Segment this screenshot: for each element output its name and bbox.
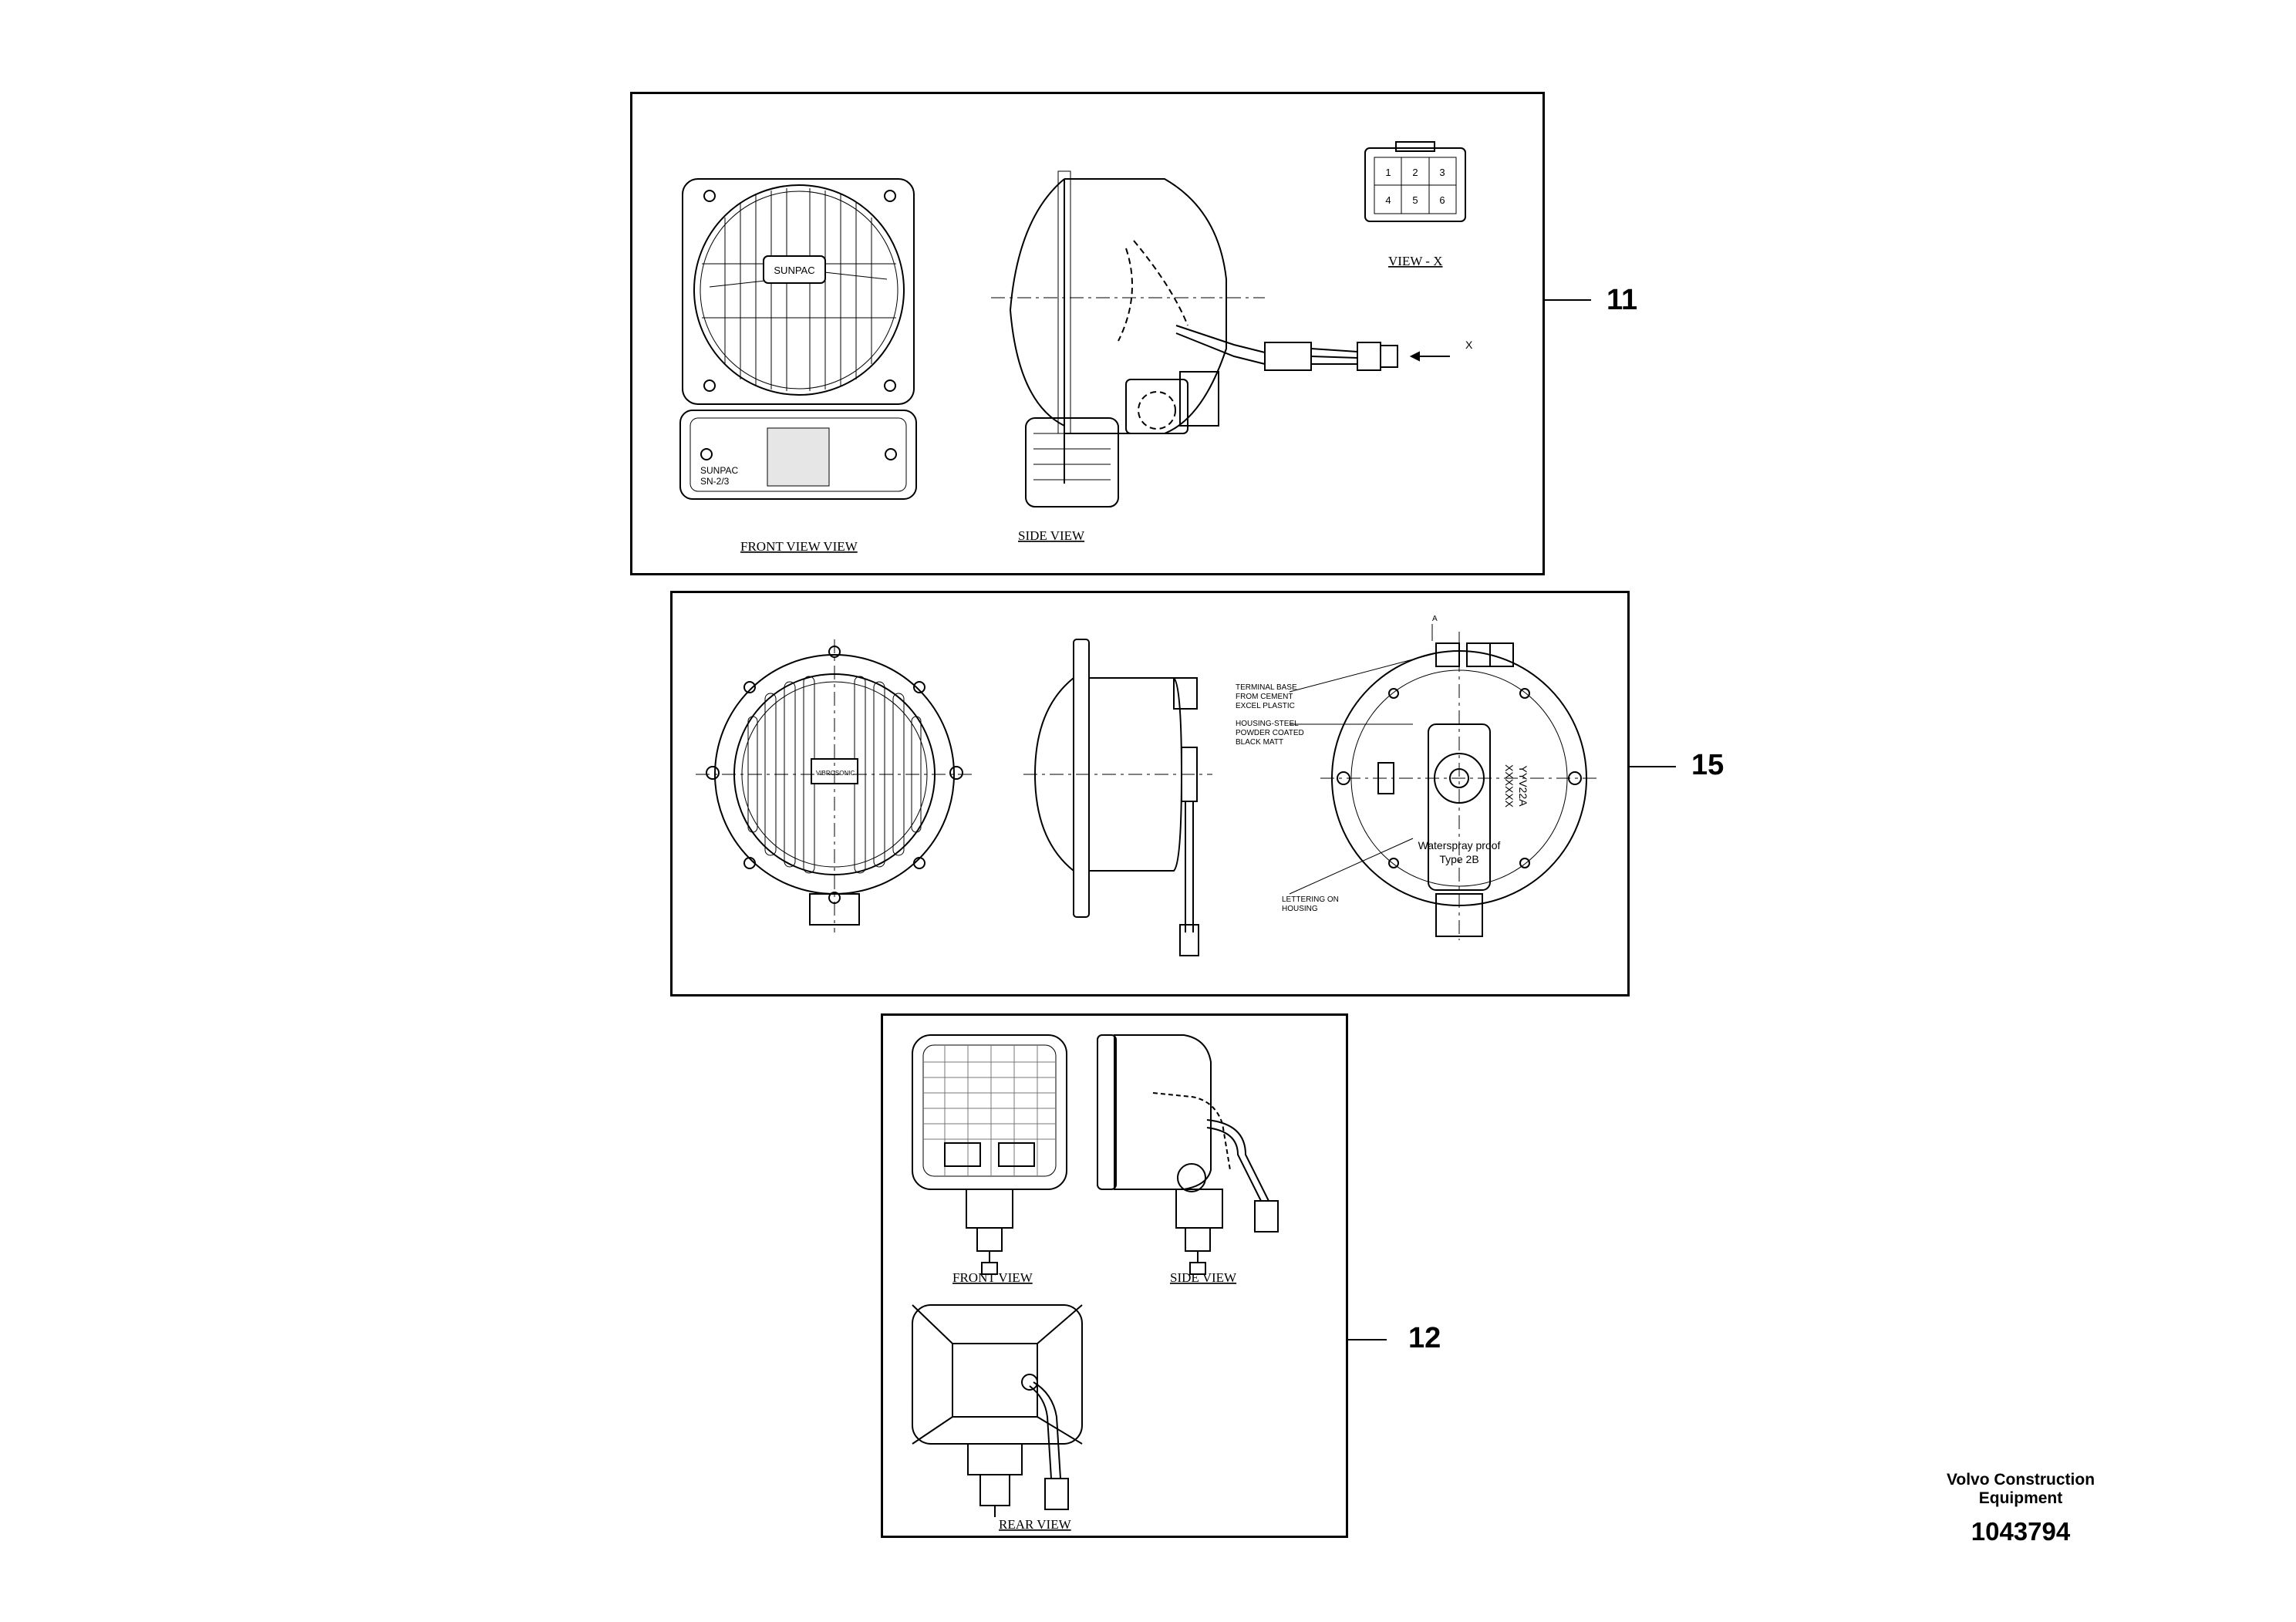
horn-label-a: A	[1432, 615, 1438, 623]
arrow-label-x: X	[1465, 339, 1473, 351]
front-lens	[693, 184, 905, 396]
callout-11: 11	[1607, 284, 1638, 316]
square-front-mount	[966, 1189, 1013, 1229]
side-lens	[1009, 178, 1065, 484]
bolt-icon	[703, 379, 716, 392]
square-side-caption: SIDE VIEW	[1170, 1270, 1237, 1285]
connector-plug	[1357, 342, 1381, 371]
callout-line-11	[1545, 299, 1591, 301]
callout-line-12	[1348, 1339, 1387, 1340]
front-housing	[682, 178, 915, 405]
pin-4: 4	[1385, 194, 1391, 206]
side-view-caption: SIDE VIEW	[1018, 528, 1085, 543]
callout-15: 15	[1691, 749, 1725, 781]
square-lamp-drawing: FRONT VIEW SIDE VIEW REAR VIEW	[912, 1034, 1279, 1532]
brand-line-1: Volvo Construction	[1946, 1471, 2095, 1489]
horn-brand: VIBROSONIC	[816, 770, 855, 777]
connector-face	[1364, 147, 1466, 222]
note-lettering-1: LETTERING ON	[1282, 895, 1339, 904]
note-terminal-1: TERMINAL BASE	[1236, 683, 1297, 692]
marker-brand: SUNPAC	[700, 465, 738, 476]
embossed-text-1: Waterspray proof	[1418, 839, 1501, 851]
bolt-icon	[884, 190, 896, 202]
bolt-icon	[703, 190, 716, 202]
pin-1: 1	[1385, 167, 1391, 178]
side-marker	[1025, 417, 1119, 508]
panel-horn: A TERMINAL BASE FROM CEMENT EXCEL PLASTI…	[670, 591, 1630, 996]
square-front-caption: FRONT VIEW	[952, 1270, 1033, 1285]
square-rear-plug	[1044, 1478, 1069, 1510]
pin-6: 6	[1439, 194, 1445, 206]
work-lamp-drawing: 1 2 3 4 5 6 SUNPAC SUNPAC SN-2/3 X FRONT…	[679, 141, 1473, 554]
cable-sleeve	[1264, 342, 1312, 371]
bolt-icon	[884, 379, 896, 392]
square-front-housing	[912, 1034, 1067, 1190]
view-x-caption: VIEW - X	[1388, 254, 1443, 268]
brand-line-2: Equipment	[1978, 1489, 2063, 1507]
document-number: 1043794	[1971, 1517, 2071, 1546]
callout-line-15	[1630, 766, 1676, 767]
embossed-text-2: Type 2B	[1439, 853, 1478, 865]
pin-3: 3	[1439, 167, 1445, 178]
horn-side-flange	[1073, 639, 1090, 918]
lens-badge	[763, 255, 826, 284]
marker-model: SN-2/3	[700, 476, 730, 487]
pin-5: 5	[1412, 194, 1418, 206]
pin-2: 2	[1412, 167, 1418, 178]
rotated-code-2: XXXXXX	[1503, 764, 1515, 808]
rotated-code-1: YYV22A	[1517, 766, 1529, 808]
note-terminal-2: FROM CEMENT	[1236, 693, 1293, 701]
side-housing	[1064, 178, 1227, 434]
marker-lamp	[679, 410, 917, 500]
square-rear-caption: REAR VIEW	[999, 1517, 1072, 1532]
panel-square-lamp: FRONT VIEW SIDE VIEW REAR VIEW	[881, 1013, 1348, 1538]
lens-brand: SUNPAC	[774, 265, 814, 276]
brand-label: Volvo Construction Equipment	[1928, 1471, 2113, 1508]
callout-12: 12	[1408, 1322, 1441, 1354]
panel-work-lamp: 1 2 3 4 5 6 SUNPAC SUNPAC SN-2/3 X FRONT…	[630, 92, 1545, 575]
note-housing-1: HOUSING-STEEL	[1236, 720, 1299, 728]
note-terminal-3: EXCEL PLASTIC	[1236, 702, 1295, 710]
note-lettering-2: HOUSING	[1282, 905, 1318, 913]
note-housing-2: POWDER COATED	[1236, 729, 1304, 737]
front-view-caption: FRONT VIEW VIEW	[740, 539, 858, 554]
square-side-plug	[1254, 1200, 1279, 1233]
note-housing-3: BLACK MATT	[1236, 738, 1283, 747]
horn-drawing: A TERMINAL BASE FROM CEMENT EXCEL PLASTI…	[696, 615, 1598, 956]
square-side-housing	[1114, 1034, 1212, 1190]
